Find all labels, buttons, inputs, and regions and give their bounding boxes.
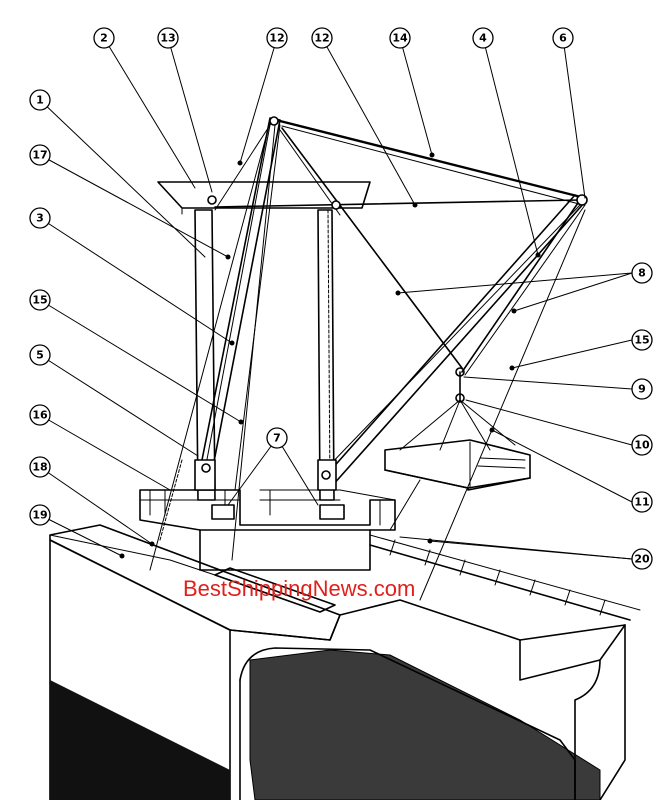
kingpost-right: [317, 209, 335, 501]
crosstree: [157, 181, 371, 209]
callout-8: 8: [631, 262, 653, 284]
hatch-coaming-front: [229, 599, 626, 641]
leader-dots: [119, 152, 541, 559]
callouts: 2 13 12 12 14 4 6 1 17 3 15 8 15 5 9 7 1…: [29, 27, 653, 570]
preventer-guy: [214, 199, 581, 208]
svg-text:5: 5: [36, 349, 44, 362]
callout-11: 11: [631, 491, 653, 513]
kingpost-platform: [139, 489, 396, 571]
svg-text:12: 12: [314, 32, 329, 45]
cargo-load: [384, 367, 531, 491]
boom-head-right: [576, 194, 588, 206]
crosstree-block-right: [331, 200, 341, 210]
callout-7: 7: [266, 427, 288, 449]
svg-text:8: 8: [638, 267, 646, 280]
gooseneck-left: [201, 463, 211, 473]
svg-text:18: 18: [32, 461, 47, 474]
hull-right-face: [599, 624, 626, 800]
svg-text:14: 14: [392, 32, 408, 45]
callout-9: 9: [631, 378, 653, 400]
cargo-block: [455, 367, 465, 377]
callout-12-right: 12: [311, 27, 333, 49]
callout-17: 17: [29, 144, 51, 166]
cargo-top: [384, 439, 531, 489]
callout-2: 2: [93, 27, 115, 49]
callout-18: 18: [29, 456, 51, 478]
svg-text:12: 12: [269, 32, 284, 45]
ship-hull: [49, 524, 641, 800]
callout-15-left: 15: [29, 289, 51, 311]
callout-6: 6: [552, 27, 574, 49]
svg-text:2: 2: [100, 32, 108, 45]
svg-text:19: 19: [32, 509, 47, 522]
deck-right-edge: [369, 544, 631, 621]
boom-head-left: [269, 116, 279, 126]
svg-text:15: 15: [634, 334, 649, 347]
hold-interior: [249, 649, 601, 800]
deck-stanchions: [389, 539, 606, 616]
gooseneck-right: [321, 470, 331, 480]
callout-3: 3: [29, 207, 51, 229]
hull-bottom-band: [50, 680, 230, 800]
hold-arch-right: [574, 659, 601, 800]
svg-text:1: 1: [36, 94, 44, 107]
hold-opening: [239, 647, 576, 800]
svg-text:6: 6: [559, 32, 567, 45]
svg-text:4: 4: [479, 32, 487, 45]
svg-text:7: 7: [273, 432, 281, 445]
cargo-front: [384, 469, 531, 491]
platform-railing: [139, 489, 396, 526]
fittings: [194, 116, 588, 520]
crosstree-block-left: [207, 195, 217, 205]
hull-right-top: [519, 624, 626, 681]
callout-5: 5: [29, 344, 51, 366]
cargo-hook: [455, 393, 465, 403]
svg-text:10: 10: [634, 439, 650, 452]
callout-1: 1: [29, 89, 51, 111]
svg-text:9: 9: [638, 383, 646, 396]
svg-text:11: 11: [634, 496, 649, 509]
kingpost-left: [194, 209, 216, 501]
svg-text:3: 3: [36, 212, 44, 225]
svg-text:16: 16: [32, 409, 48, 422]
callout-13: 13: [157, 27, 179, 49]
callout-10: 10: [631, 434, 653, 456]
deck-block-left: [211, 504, 235, 520]
watermark-text: BestShippingNews.com: [183, 576, 415, 601]
deck-left-rail: [49, 534, 231, 581]
platform-base: [139, 489, 396, 531]
callout-14: 14: [389, 27, 411, 49]
cargo-texture: [469, 441, 526, 489]
svg-text:17: 17: [32, 149, 47, 162]
kingposts: [157, 181, 371, 501]
deck-block-right: [319, 504, 345, 520]
callout-20: 20: [631, 548, 653, 570]
svg-text:13: 13: [160, 32, 175, 45]
deck-right-edge2: [369, 534, 641, 611]
svg-text:20: 20: [634, 553, 650, 566]
callout-12-left: 12: [266, 27, 288, 49]
rigging: [149, 118, 587, 601]
callout-16: 16: [29, 404, 51, 426]
leader-lines: [39, 37, 633, 560]
callout-15-right: 15: [631, 329, 653, 351]
topping-lift-span: [274, 118, 587, 200]
platform-pedestal: [199, 529, 371, 571]
callout-19: 19: [29, 504, 51, 526]
callout-4: 4: [472, 27, 494, 49]
svg-text:15: 15: [32, 294, 47, 307]
